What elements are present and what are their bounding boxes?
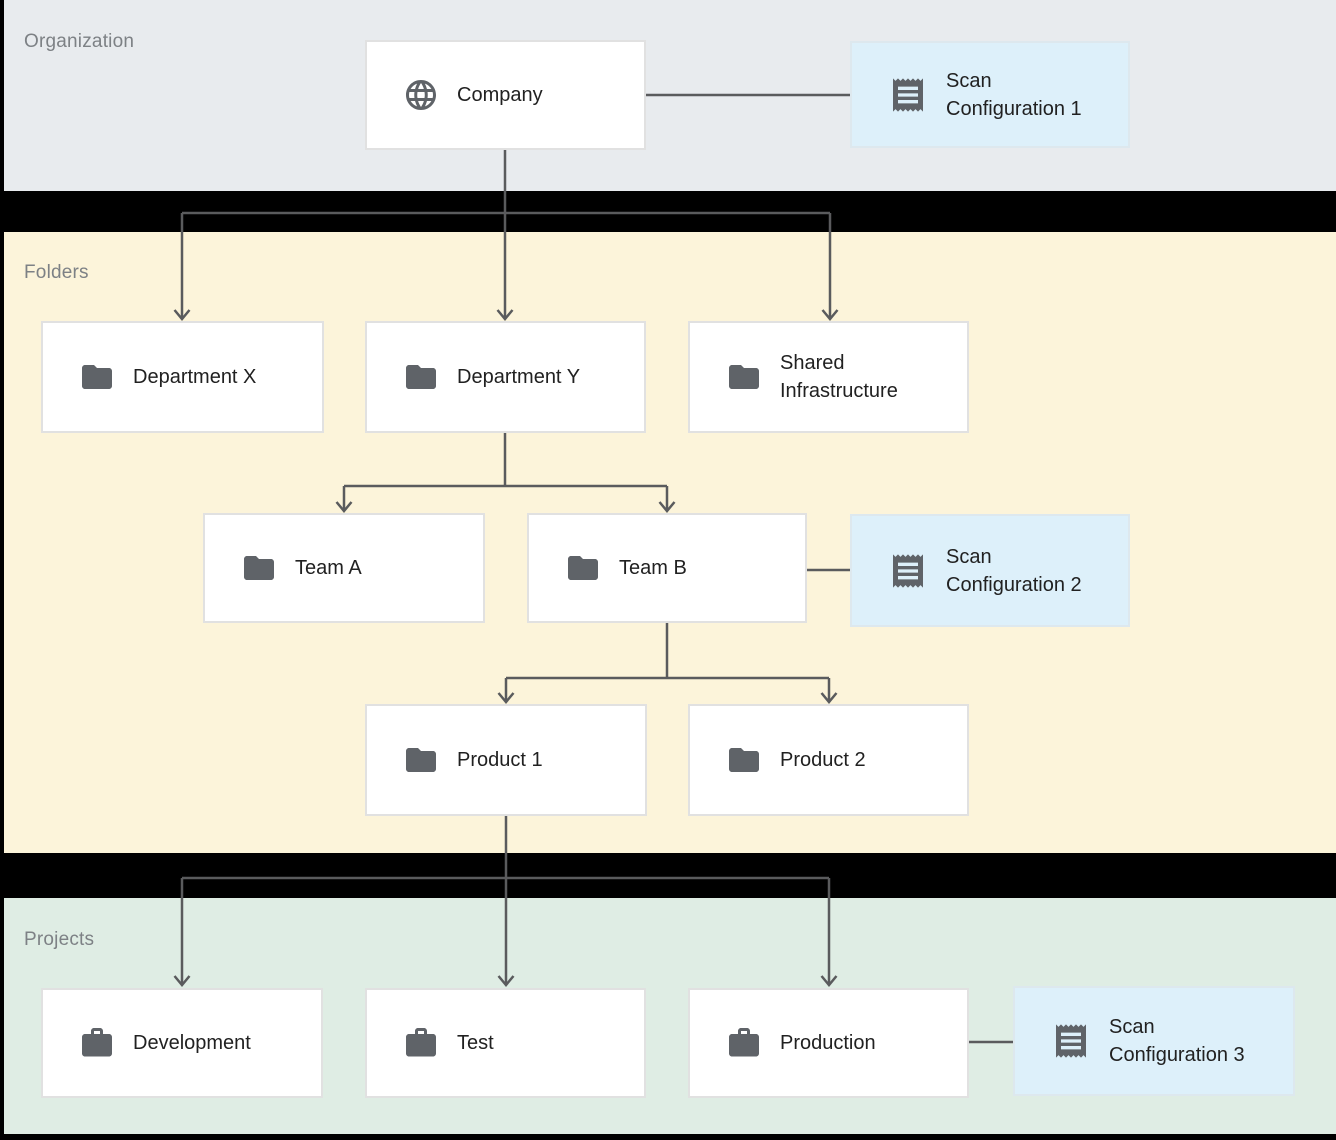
node-label: Scan Configuration 2 xyxy=(946,545,1082,596)
node-label: Development xyxy=(133,1032,251,1054)
node-label: Team A xyxy=(295,557,362,579)
briefcase-icon xyxy=(403,1025,439,1061)
node-development: Development xyxy=(41,988,323,1098)
folder-icon xyxy=(726,359,762,395)
node-scan-config-1: Scan Configuration 1 xyxy=(850,41,1130,148)
node-team-b: Team B xyxy=(527,513,807,623)
node-label: Production xyxy=(780,1032,876,1054)
node-company: Company xyxy=(365,40,646,150)
node-label: Product 2 xyxy=(780,749,866,771)
node-scan-config-2: Scan Configuration 2 xyxy=(850,514,1130,627)
receipt-icon xyxy=(888,75,928,115)
projects-band-label: Projects xyxy=(24,929,95,950)
node-production: Production xyxy=(688,988,969,1098)
node-label: Shared Infrastructure xyxy=(780,352,898,402)
node-department-x: Department X xyxy=(41,321,324,433)
receipt-icon xyxy=(1051,1021,1091,1061)
node-test: Test xyxy=(365,988,646,1098)
organization-band-label: Organization xyxy=(24,31,135,52)
organization-band xyxy=(4,0,1336,191)
node-product-2: Product 2 xyxy=(688,704,969,816)
briefcase-icon xyxy=(79,1025,115,1061)
folder-icon xyxy=(403,742,439,778)
globe-icon xyxy=(403,77,439,113)
node-department-y: Department Y xyxy=(365,321,646,433)
folder-icon xyxy=(79,359,115,395)
folders-band-label: Folders xyxy=(24,262,89,283)
receipt-icon xyxy=(888,551,928,591)
node-team-a: Team A xyxy=(203,513,485,623)
node-label: Test xyxy=(457,1032,494,1054)
node-label: Scan Configuration 1 xyxy=(946,69,1082,120)
node-label: Department X xyxy=(133,366,257,388)
node-product-1: Product 1 xyxy=(365,704,647,816)
node-label: Company xyxy=(457,84,543,106)
node-shared-infrastructure: Shared Infrastructure xyxy=(688,321,969,433)
briefcase-icon xyxy=(726,1025,762,1061)
node-label: Team B xyxy=(619,557,687,579)
folder-icon xyxy=(565,550,601,586)
folder-icon xyxy=(403,359,439,395)
node-label: Department Y xyxy=(457,366,581,388)
node-label: Product 1 xyxy=(457,749,543,771)
folder-icon xyxy=(726,742,762,778)
node-label: Scan Configuration 3 xyxy=(1109,1016,1245,1066)
folder-icon xyxy=(241,550,277,586)
node-scan-config-3: Scan Configuration 3 xyxy=(1013,986,1295,1096)
